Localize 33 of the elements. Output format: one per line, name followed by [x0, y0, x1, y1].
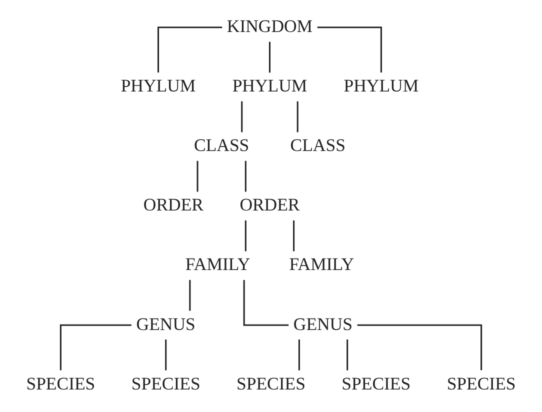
connector — [298, 340, 300, 370]
node-text: SPECIES — [26, 373, 96, 394]
connector — [189, 280, 191, 311]
connector — [244, 220, 246, 252]
node-text: SPECIES — [131, 373, 200, 394]
node-text: PHYLUM — [120, 76, 196, 96]
connector — [60, 324, 132, 370]
connector — [165, 340, 167, 370]
node-text: FAMILY — [289, 254, 354, 274]
connector — [357, 324, 482, 370]
connector — [317, 26, 382, 72]
connector — [158, 26, 222, 72]
node-text: ORDER — [240, 194, 300, 215]
node-text: CLASS — [290, 135, 346, 156]
connector — [268, 42, 270, 73]
node-text: GENUS — [293, 314, 352, 334]
node-text: PHYLUM — [344, 76, 419, 96]
node-text: FAMILY — [185, 254, 250, 274]
node-text: ORDER — [143, 194, 204, 215]
connector — [346, 340, 348, 370]
node-text: CLASS — [194, 135, 250, 156]
node-text: SPECIES — [446, 373, 516, 394]
connector — [196, 160, 198, 192]
node-text: SPECIES — [236, 373, 306, 394]
node-text: SPECIES — [342, 373, 411, 394]
connector — [293, 220, 295, 252]
node-text: GENUS — [136, 314, 196, 334]
node-text: PHYLUM — [232, 76, 308, 96]
connector — [241, 101, 243, 132]
node-text: KINGDOM — [226, 16, 313, 36]
connector — [296, 101, 298, 132]
connector — [243, 280, 289, 326]
connector — [244, 160, 246, 192]
